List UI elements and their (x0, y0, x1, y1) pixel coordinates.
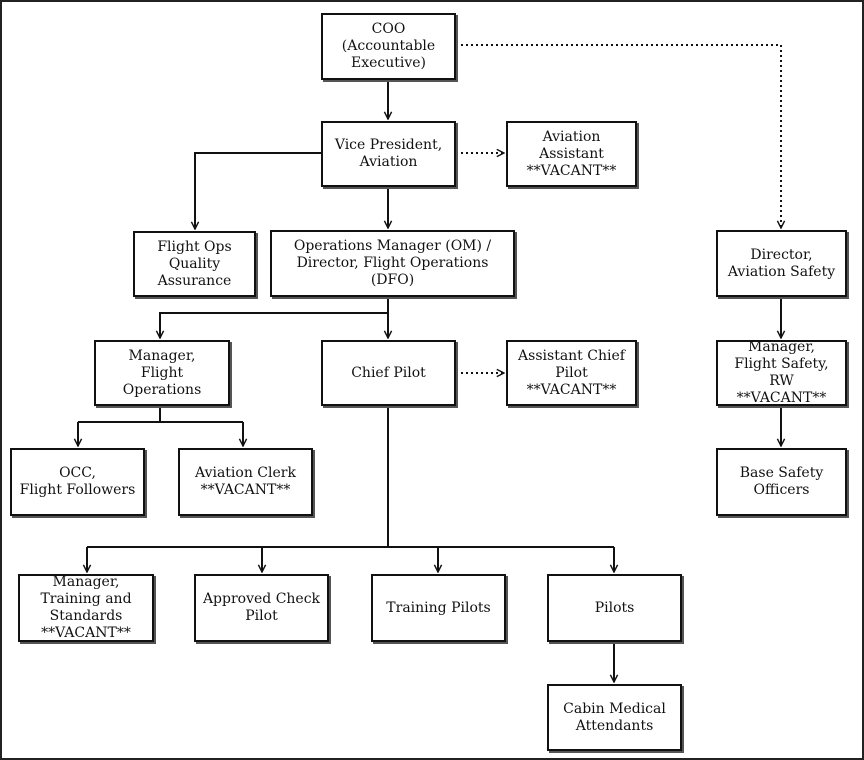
box-flight-ops-qa: Flight Ops Quality Assurance (133, 231, 256, 297)
box-occ: OCC, Flight Followers (10, 448, 145, 516)
box-aviation-assistant-label: Aviation Assistant **VACANT** (526, 128, 617, 179)
box-director-aviation-safety-label: Director, Aviation Safety (727, 246, 836, 280)
box-operations-manager-label: Operations Manager (OM) / Director, Flig… (293, 238, 492, 288)
box-chief-pilot: Chief Pilot (321, 340, 456, 406)
line-vp-fopqa (195, 152, 321, 229)
box-coo-label: COO (Accountable Executive) (341, 21, 436, 71)
box-manager-flight-safety: Manager, Flight Safety, RW **VACANT** (716, 339, 847, 406)
box-occ-label: OCC, Flight Followers (19, 465, 136, 498)
box-manager-flight-operations: Manager, Flight Operations (94, 340, 230, 406)
box-chief-pilot-label: Chief Pilot (351, 364, 426, 381)
box-operations-manager: Operations Manager (OM) / Director, Flig… (270, 230, 515, 297)
box-aviation-assistant: Aviation Assistant **VACANT** (506, 121, 637, 187)
box-aviation-clerk-label: Aviation Clerk **VACANT** (195, 465, 296, 498)
box-base-safety-officers-label: Base Safety Officers (739, 465, 824, 498)
box-pilots-label: Pilots (594, 599, 635, 616)
box-assistant-chief-pilot-label: Assistant Chief Pilot **VACANT** (518, 347, 625, 398)
box-pilots: Pilots (547, 574, 682, 642)
box-cabin-medical-attendants: Cabin Medical Attendants (547, 684, 682, 751)
box-cabin-medical-attendants-label: Cabin Medical Attendants (563, 700, 666, 734)
box-flight-ops-qa-label: Flight Ops Quality Assurance (157, 238, 232, 289)
box-coo: COO (Accountable Executive) (321, 13, 456, 80)
box-manager-training-standards-label: Manager, Training and Standards **VACANT… (40, 574, 132, 641)
box-training-pilots: Training Pilots (371, 574, 506, 642)
box-approved-check-pilot: Approved Check Pilot (194, 574, 329, 642)
box-assistant-chief-pilot: Assistant Chief Pilot **VACANT** (506, 340, 637, 406)
dotted-coo-ds (456, 44, 781, 228)
box-manager-training-standards: Manager, Training and Standards **VACANT… (18, 574, 154, 642)
box-vice-president-label: Vice President, Aviation (334, 137, 443, 170)
box-manager-flight-safety-label: Manager, Flight Safety, RW **VACANT** (734, 339, 829, 406)
box-aviation-clerk: Aviation Clerk **VACANT** (178, 448, 313, 516)
box-base-safety-officers: Base Safety Officers (716, 448, 847, 516)
box-manager-flight-operations-label: Manager, Flight Operations (122, 347, 202, 398)
box-approved-check-pilot-label: Approved Check Pilot (202, 591, 321, 624)
line-split-mfo (160, 312, 388, 338)
box-director-aviation-safety: Director, Aviation Safety (716, 230, 847, 297)
box-training-pilots-label: Training Pilots (386, 599, 491, 616)
box-vice-president: Vice President, Aviation (321, 121, 456, 187)
